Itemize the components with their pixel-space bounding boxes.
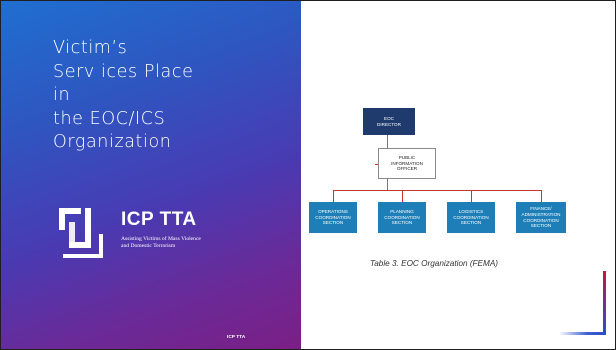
logo-tagline-line: Assisting Victims of Mass Violence [121, 236, 201, 242]
org-box-text: INFORMATION [391, 160, 423, 166]
title-line: Organization [53, 132, 172, 152]
slide-title: Victim’s Serv ices Place in the EOC/ICS … [53, 37, 283, 155]
icp-tta-logo: ICP TTA Assisting Victims of Mass Violen… [59, 208, 259, 268]
section-drop-connector [541, 190, 542, 202]
org-box-text: COORDINATION [453, 214, 489, 220]
section-drop-connector [471, 190, 472, 202]
logo-text: ICP TTA [121, 209, 197, 230]
operations-section-box: OPERATIONS COORDINATION SECTION [309, 202, 357, 233]
title-line: Victim’s [53, 38, 128, 58]
org-box-text: EOC [384, 115, 394, 121]
org-box-text: OFFICER [396, 166, 418, 172]
org-box-text: COORDINATION [315, 214, 351, 220]
corner-accent-vertical [603, 271, 606, 334]
logo-mark-icon [59, 208, 103, 258]
org-box-text: PLANNING [390, 209, 414, 215]
title-line: the EOC/ICS [53, 108, 166, 129]
title-line: in [53, 85, 71, 105]
org-box-text: SECTION [530, 223, 552, 229]
section-drop-connector [333, 190, 334, 202]
finance-administration-section-box: FINANCE/ ADMINISTRATION COORDINATION SEC… [516, 202, 566, 233]
org-box-text: SECTION [322, 220, 344, 226]
section-drop-connector [402, 190, 403, 202]
org-box-text: ADMINISTRATION [521, 211, 561, 217]
org-box-text: OPERATIONS [318, 209, 348, 215]
corner-accent-horizontal [559, 332, 606, 335]
org-chart-caption: Table 3. EOC Organization (FEMA) [370, 259, 499, 268]
eoc-director-box: EOC DIRECTOR [363, 108, 415, 135]
org-box-text: COORDINATION [523, 217, 559, 223]
eoc-org-chart: EOC DIRECTOR PUBLIC INFORMATION OFFICER … [301, 1, 615, 349]
section-bar-connector [333, 190, 541, 191]
org-box-text: LOGISTICS [458, 209, 484, 215]
logo-tagline: Assisting Victims of Mass Violence and D… [121, 236, 261, 250]
logo-tagline-line: and Domestic Terrorism [121, 243, 176, 249]
title-panel: Victim’s Serv ices Place in the EOC/ICS … [1, 1, 301, 349]
org-box-text: SECTION [460, 220, 482, 226]
public-information-officer-box: PUBLIC INFORMATION OFFICER [378, 148, 436, 179]
org-box-text: COORDINATION [384, 214, 420, 220]
slide-footer: ICP TTA [227, 335, 246, 340]
org-box-text: PUBLIC [398, 155, 416, 161]
org-box-text: SECTION [391, 220, 413, 226]
logistics-section-box: LOGISTICS COORDINATION SECTION [447, 202, 495, 233]
org-box-text: FINANCE/ [530, 206, 552, 212]
title-line: Serv ices Place [53, 61, 194, 82]
planning-section-box: PLANNING COORDINATION SECTION [378, 202, 426, 233]
org-box-text: DIRECTOR [377, 121, 401, 127]
